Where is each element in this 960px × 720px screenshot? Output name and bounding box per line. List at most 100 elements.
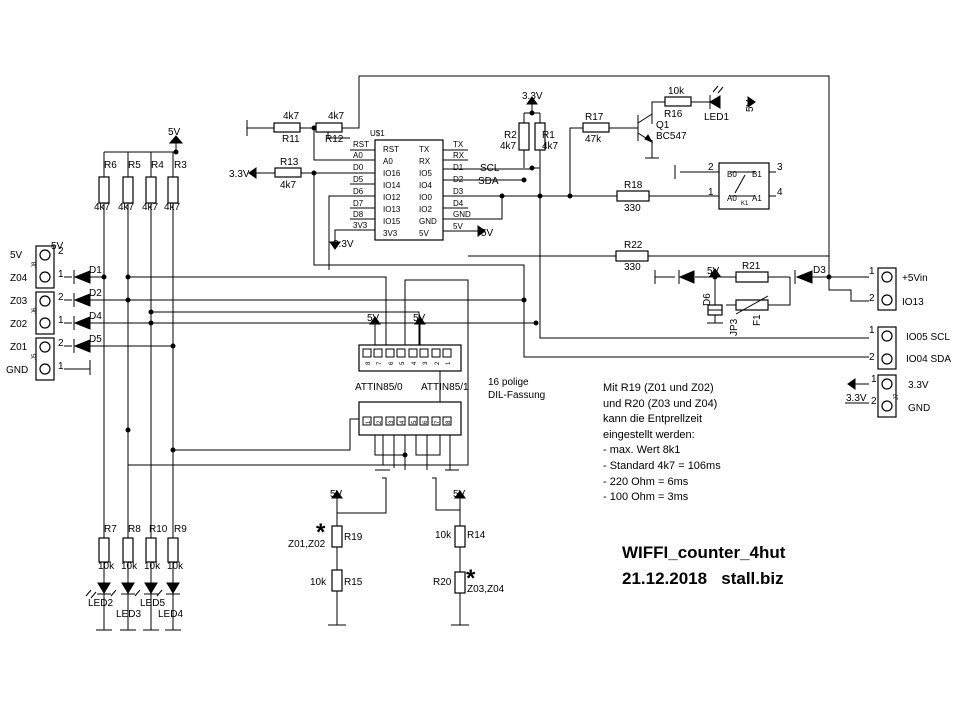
svg-text:4: 4 [777,187,783,198]
led-led1: LED1 [704,85,729,123]
rail-33v-label: 3.3V [846,393,867,404]
svg-text:4k7: 4k7 [118,202,135,213]
svg-text:D6: D6 [353,187,364,196]
svg-text:R6: R6 [104,160,117,171]
resistor-r12: 4k7 R12 [315,111,345,145]
r19-assign-label: Z01,Z02 [288,539,326,550]
attiny-header-bottom: 1 2 3 4 5 6 7 8 [358,401,462,436]
rail-33v-label: 3.3V [522,91,543,102]
svg-text:R17: R17 [585,112,604,123]
svg-text:BC547: BC547 [656,131,687,142]
svg-text:2: 2 [58,246,64,257]
diodes: D1 D2 D4 D5 D3 D6 [73,265,826,353]
svg-text:2: 2 [58,292,64,303]
svg-text:B0: B0 [727,170,737,179]
svg-text:1: 1 [58,361,64,372]
svg-text:LED4: LED4 [158,609,183,620]
esp-module: U$1 RST A0 D0 D5 D6 D7 D8 3V3 RST A0 IO1… [350,129,500,241]
connector-j8: J8 2 1 5V Z04 5V [10,241,64,289]
svg-text:R8: R8 [128,524,141,535]
svg-text:J6: J6 [32,307,38,314]
svg-text:IO05 SCL: IO05 SCL [906,332,950,343]
svg-text:D1: D1 [89,265,102,276]
svg-text:4: 4 [412,361,418,365]
rail-5v-label: 5V [453,489,466,500]
module-right-pins: TX RX D1 D2 D3 D4 GND 5V [443,140,471,232]
svg-text:3V3: 3V3 [383,229,398,238]
svg-text:R4: R4 [151,160,164,171]
svg-text:4k7: 4k7 [164,202,181,213]
resistor-r3: R3 4k7 [164,160,187,213]
svg-text:7: 7 [377,361,383,365]
svg-text:TX: TX [453,140,464,149]
led-led2: LED2 [85,582,113,609]
svg-text:D2: D2 [453,175,464,184]
svg-text:R1: R1 [542,130,555,141]
svg-text:4k7: 4k7 [280,180,297,191]
supply-arrows: 5V 3.3V 3.3V 3.3V 5V 5V 5V 5V 5V 5V 5V 3… [168,91,867,500]
svg-text:R3: R3 [174,160,187,171]
connector-j5: J5 2 1 Z01 GND [6,337,64,381]
resistor-r9: R9 10k [167,524,187,572]
svg-text:IO2: IO2 [419,205,432,214]
relay-k1: 2 1 3 4 B0 B1 A0 A1 K1 [708,162,783,210]
svg-text:5V: 5V [453,222,463,231]
svg-text:D4: D4 [453,199,464,208]
connector-j7: J7 1 2 3.3V GND [871,374,930,418]
svg-text:D3: D3 [453,187,464,196]
fuse-f1: F1 [735,295,769,326]
svg-text:+5Vin: +5Vin [902,273,928,284]
svg-text:5: 5 [400,361,406,365]
diode-d4: D4 [73,311,102,330]
scl-net-label: SCL [480,163,500,174]
svg-text:5V: 5V [419,229,429,238]
svg-text:1: 1 [366,420,372,424]
svg-text:R7: R7 [104,524,117,535]
svg-text:3V3: 3V3 [353,221,368,230]
svg-text:4k7: 4k7 [328,111,345,122]
svg-text:J5: J5 [32,353,38,360]
rail-5v-label: 5V [707,266,720,277]
led-led5: LED5 [134,582,165,609]
svg-text:6: 6 [423,420,429,424]
rail-33v-label: 3.3V [229,169,250,180]
svg-text:5: 5 [412,420,418,424]
svg-text:330: 330 [624,203,641,214]
svg-text:D3: D3 [813,265,826,276]
svg-text:10k: 10k [435,530,452,541]
project-title: WIFFI_counter_4hut [622,543,786,562]
svg-text:1: 1 [871,374,877,385]
svg-text:J8: J8 [32,261,38,268]
jumper-jp3: JP3 [707,304,740,336]
rail-5v-label: 5V [413,313,426,324]
svg-text:1: 1 [58,315,64,326]
date-and-site: 21.12.2018 stall.biz [622,569,784,588]
resistor-r2: R2 4k7 [500,122,530,152]
svg-text:10k: 10k [167,561,184,572]
svg-text:R2: R2 [504,130,517,141]
socket-desc-2: DIL-Fassung [488,390,545,401]
svg-text:1: 1 [58,269,64,280]
svg-text:IO13: IO13 [383,205,401,214]
note-line: - 220 Ohm = 6ms [603,475,689,488]
svg-text:47k: 47k [585,134,602,145]
r20-assign-label: Z03,Z04 [467,584,505,595]
svg-text:D5: D5 [353,175,364,184]
resistor-r21: R21 [735,261,769,283]
svg-text:Z03: Z03 [10,296,28,307]
svg-text:2: 2 [871,396,877,407]
svg-text:A1: A1 [752,194,762,203]
svg-text:IO4: IO4 [419,181,432,190]
socket-label-1: ATTIN85/1 [421,382,469,393]
svg-text:10k: 10k [98,561,115,572]
connector-vin-io13: 1 2 +5Vin IO13 [869,266,928,311]
svg-text:8: 8 [366,361,372,365]
svg-text:J7: J7 [894,393,900,400]
rail-33v-label: 3.3V [333,239,354,250]
svg-text:A0: A0 [353,151,363,160]
svg-text:1: 1 [869,325,875,336]
svg-text:R19: R19 [344,532,363,543]
note-line: - Standard 4k7 = 106ms [603,459,721,472]
resistor-r4: R4 4k7 [142,160,164,213]
svg-text:R22: R22 [624,240,643,251]
